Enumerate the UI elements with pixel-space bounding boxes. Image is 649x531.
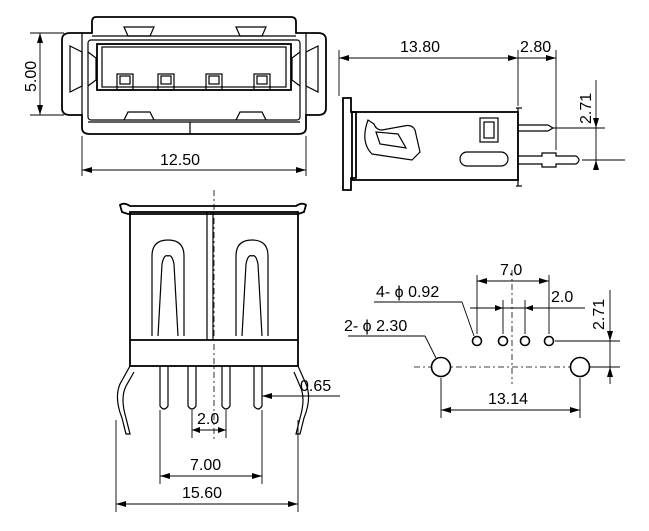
hole-span-dimension: 7.0 <box>476 262 550 334</box>
pin-span-dimension: 7.00 <box>159 410 263 484</box>
pin-width-label: 0.65 <box>300 378 331 395</box>
front-view: 5.00 12.50 <box>23 16 327 176</box>
signal-holes-label: 4- ϕ 0.92 <box>376 284 439 301</box>
mount-span-dimension: 13.14 <box>440 378 581 418</box>
side-length-label: 13.80 <box>400 39 440 56</box>
footprint-offset-dimension: 2.71 <box>555 290 620 384</box>
hole-pitch-dimension: 2.0 <box>470 289 585 334</box>
footprint-offset-label: 2.71 <box>591 299 608 330</box>
side-length-dimension: 13.80 <box>338 39 519 106</box>
signal-holes-callout: 4- ϕ 0.92 <box>374 284 475 337</box>
bottom-body-outline <box>129 211 299 367</box>
pin-span-label: 7.00 <box>190 457 221 474</box>
pin-width-dimension: 0.65 <box>262 378 340 399</box>
front-contacts <box>116 73 271 91</box>
mount-span-label: 13.14 <box>488 391 528 408</box>
total-width-label: 15.60 <box>182 485 222 502</box>
side-offset-dimension: 2.71 <box>552 80 625 170</box>
front-width-label: 12.50 <box>160 152 200 169</box>
side-view: 13.80 2.80 2.71 <box>338 39 625 191</box>
hole-span-label: 7.0 <box>500 262 522 279</box>
bottom-pins <box>159 366 263 410</box>
side-tail-dimension: 2.80 <box>518 39 557 150</box>
bottom-view: 0.65 2.0 7.00 15.60 <box>115 190 340 512</box>
signal-holes <box>471 335 555 347</box>
front-height-label: 5.00 <box>23 61 40 92</box>
hole-pitch-label: 2.0 <box>551 289 573 306</box>
footprint-view: 7.0 2.0 2.71 13.14 <box>344 262 620 418</box>
mount-holes <box>430 356 591 378</box>
total-width-dimension: 15.60 <box>115 420 299 512</box>
front-shell-outline <box>61 16 327 135</box>
front-width-dimension: 12.50 <box>81 136 307 176</box>
side-tail-label: 2.80 <box>520 39 551 56</box>
front-height-dimension: 5.00 <box>23 32 64 116</box>
pin-pitch-label: 2.0 <box>197 411 219 428</box>
mount-holes-callout: 2- ϕ 2.30 <box>344 318 437 359</box>
pin-pitch-dimension: 2.0 <box>191 410 227 438</box>
mount-holes-label: 2- ϕ 2.30 <box>344 318 407 335</box>
side-body-outline <box>342 97 357 191</box>
side-offset-label: 2.71 <box>578 93 595 124</box>
